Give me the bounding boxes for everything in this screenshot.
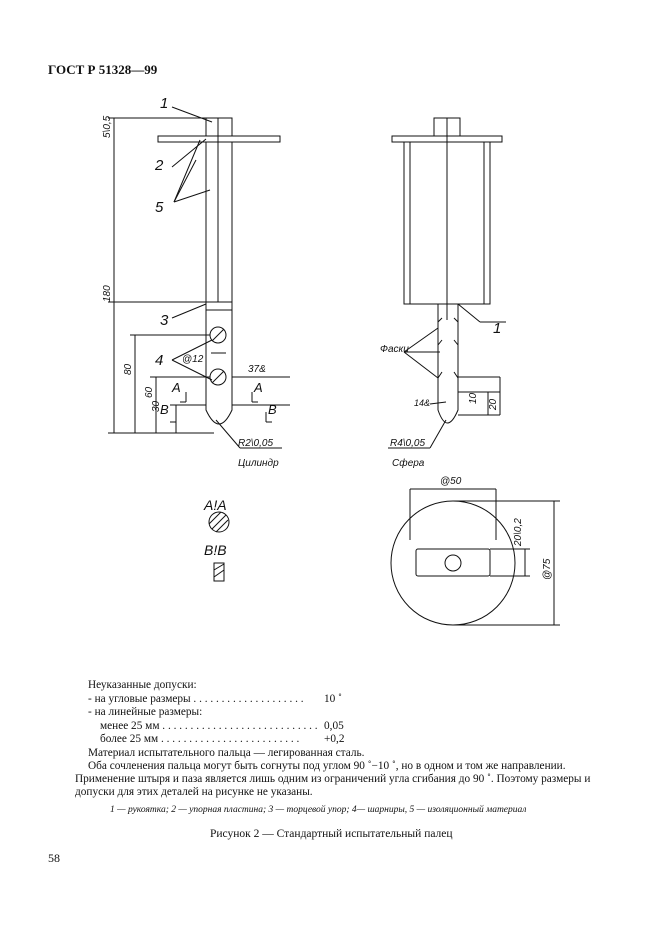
part-5-label: 5 bbox=[155, 199, 164, 216]
dim-37: 37& bbox=[248, 364, 266, 375]
figure-caption: Рисунок 2 — Стандартный испытательный па… bbox=[210, 828, 453, 840]
test-finger-drawing: 1 2 3 4 5 1 5\0,5 180 80 60 30 @12 37& R… bbox=[102, 95, 560, 626]
part-4-label: 4 bbox=[155, 352, 163, 369]
material-note: Материал испытательного пальца — легиров… bbox=[88, 747, 365, 759]
dim-top: 5\0,5 bbox=[102, 115, 113, 138]
section-a-right: A bbox=[253, 380, 263, 395]
gt25-value: +0,2 bbox=[324, 733, 345, 745]
dim-sph: Сфера bbox=[392, 457, 425, 469]
angular-value: 10 ˚ bbox=[324, 692, 342, 705]
lt25-row: менее 25 мм . . . . . . . . . . . . . . … bbox=[88, 720, 344, 734]
dim-r-cyl: R2\0,05 bbox=[238, 438, 273, 449]
notes-title: Неуказанные допуски: bbox=[88, 679, 197, 691]
section-b-right: B bbox=[268, 402, 277, 417]
part-2-label: 2 bbox=[154, 157, 164, 174]
dim-80: 80 bbox=[123, 363, 134, 375]
legend: 1 — рукоятка; 2 — упорная пластина; 3 — … bbox=[110, 805, 527, 815]
angular-label: - на угловые размеры . . . . . . . . . .… bbox=[88, 692, 304, 705]
part-1-right-label: 1 bbox=[493, 320, 501, 337]
lt25-label: менее 25 мм . . . . . . . . . . . . . . … bbox=[100, 719, 318, 732]
dim-10: 10 bbox=[468, 392, 479, 404]
lt25-value: 0,05 bbox=[324, 719, 344, 732]
joints-note: Оба сочленения пальца могут быть согнуты… bbox=[88, 760, 566, 772]
dim-20: 20 bbox=[488, 398, 499, 411]
dim-chamfer: Фаски bbox=[380, 344, 409, 355]
gt25-row: более 25 мм . . . . . . . . . . . . . . … bbox=[88, 733, 345, 747]
gt25-label: более 25 мм . . . . . . . . . . . . . . … bbox=[100, 733, 300, 745]
tolerance-notes: Неуказанные допуски: - на угловые размер… bbox=[88, 679, 345, 747]
dim-cyl: Цилиндр bbox=[238, 458, 279, 469]
dim-d50: @50 bbox=[440, 476, 462, 487]
dim-14: 14& bbox=[414, 398, 430, 408]
part-1-label: 1 bbox=[160, 95, 168, 112]
part-3-label: 3 bbox=[160, 312, 169, 329]
dim-20-tol: 20\0,2 bbox=[513, 518, 524, 547]
dim-r-sph: R4\0,05 bbox=[390, 438, 425, 449]
standard-header: ГОСТ Р 51328—99 bbox=[48, 62, 158, 77]
dim-180: 180 bbox=[102, 285, 113, 302]
dim-60: 60 bbox=[144, 386, 155, 398]
dim-30: 30 bbox=[151, 400, 162, 412]
angular-row: - на угловые размеры . . . . . . . . . .… bbox=[88, 693, 342, 707]
dim-d12: @12 bbox=[182, 354, 204, 365]
section-bb-title: B!B bbox=[204, 542, 227, 558]
page-number: 58 bbox=[48, 851, 60, 865]
section-a-left: A bbox=[171, 380, 181, 395]
dim-d75: @75 bbox=[542, 558, 553, 580]
linear-title: - на линейные размеры: bbox=[88, 706, 203, 718]
section-b-left: B bbox=[160, 402, 169, 417]
pin-note: Применение штыря и паза является лишь од… bbox=[75, 773, 591, 798]
section-aa-title: A!A bbox=[203, 497, 227, 513]
